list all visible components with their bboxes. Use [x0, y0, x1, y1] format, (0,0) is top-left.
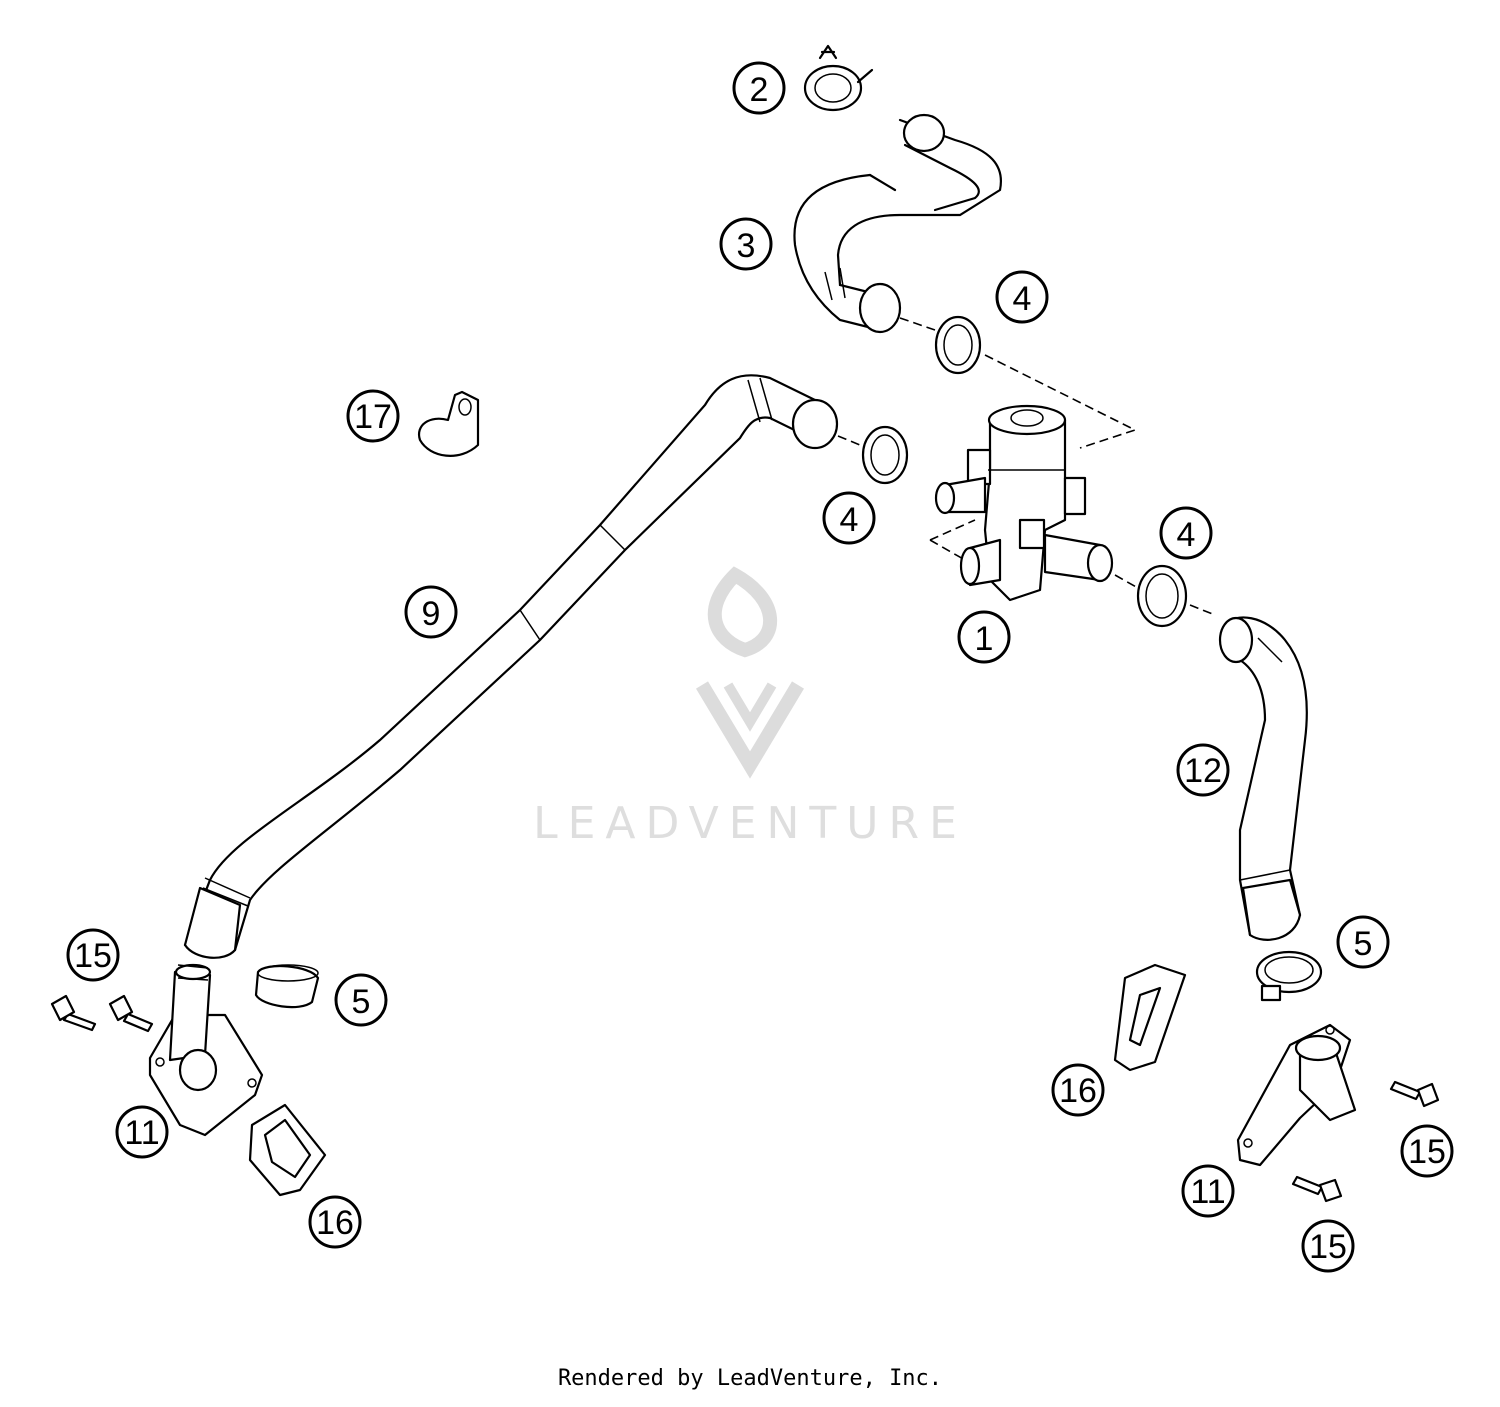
callout-9: 9 — [404, 585, 458, 639]
svg-text:4: 4 — [840, 501, 859, 539]
svg-text:1: 1 — [975, 620, 994, 658]
clamp-ring-left — [254, 964, 320, 1009]
reed-valve-right — [1113, 963, 1187, 1072]
callout-12: 12 — [1176, 743, 1230, 797]
bolt-right-a — [1389, 1080, 1440, 1108]
bolt-left-b — [108, 994, 154, 1033]
reed-housing-left — [148, 963, 264, 1137]
callout-4-top: 4 — [995, 270, 1049, 324]
footer-credit: Rendered by LeadVenture, Inc. — [557, 1366, 943, 1391]
svg-text:9: 9 — [422, 595, 441, 633]
svg-text:5: 5 — [1354, 925, 1373, 963]
callout-5-right: 5 — [1336, 915, 1390, 969]
svg-text:16: 16 — [1059, 1072, 1097, 1110]
svg-text:15: 15 — [74, 937, 112, 975]
callout-4-left: 4 — [822, 491, 876, 545]
svg-text:4: 4 — [1013, 280, 1032, 318]
valve-assembly — [934, 404, 1114, 602]
reed-housing-right — [1236, 1023, 1357, 1167]
callout-16-left: 16 — [308, 1195, 362, 1249]
callout-11-left: 11 — [115, 1105, 169, 1159]
svg-text:5: 5 — [352, 983, 371, 1021]
svg-text:17: 17 — [354, 398, 392, 436]
hose-long — [183, 374, 839, 959]
svg-text:3: 3 — [737, 227, 756, 265]
svg-text:12: 12 — [1184, 752, 1222, 790]
callout-17: 17 — [346, 389, 400, 443]
p-clip — [417, 390, 480, 457]
watermark-text: LEADVENTURE — [533, 798, 967, 849]
band-clamp-a — [934, 315, 982, 375]
bolt-left-a — [50, 994, 97, 1032]
callout-15-left: 15 — [66, 928, 120, 982]
svg-text:11: 11 — [124, 1114, 159, 1152]
svg-text:2: 2 — [750, 71, 769, 109]
reed-valve-left — [248, 1103, 327, 1197]
svg-text:15: 15 — [1309, 1228, 1347, 1266]
hose-upper — [793, 113, 1002, 334]
callout-16-right: 16 — [1051, 1063, 1105, 1117]
callout-3: 3 — [719, 217, 773, 271]
callout-1: 1 — [957, 610, 1011, 664]
callout-15-right-bottom: 15 — [1301, 1219, 1355, 1273]
band-clamp-c — [1136, 564, 1188, 628]
svg-text:15: 15 — [1408, 1133, 1446, 1171]
callout-5-left: 5 — [334, 973, 388, 1027]
callout-2: 2 — [732, 61, 786, 115]
svg-text:11: 11 — [1190, 1173, 1225, 1211]
watermark-logo — [695, 566, 805, 779]
hose-clamp-right — [1255, 950, 1323, 1002]
alignment-lines — [837, 317, 1216, 616]
hose-right — [1218, 616, 1308, 941]
spring-clamp — [803, 44, 874, 112]
callout-11-right: 11 — [1181, 1164, 1235, 1218]
callout-15-right-top: 15 — [1400, 1124, 1454, 1178]
band-clamp-b — [861, 425, 909, 485]
svg-text:16: 16 — [316, 1204, 354, 1242]
svg-text:4: 4 — [1177, 516, 1196, 554]
callout-4-right: 4 — [1159, 506, 1213, 560]
bolt-right-b — [1291, 1175, 1343, 1203]
